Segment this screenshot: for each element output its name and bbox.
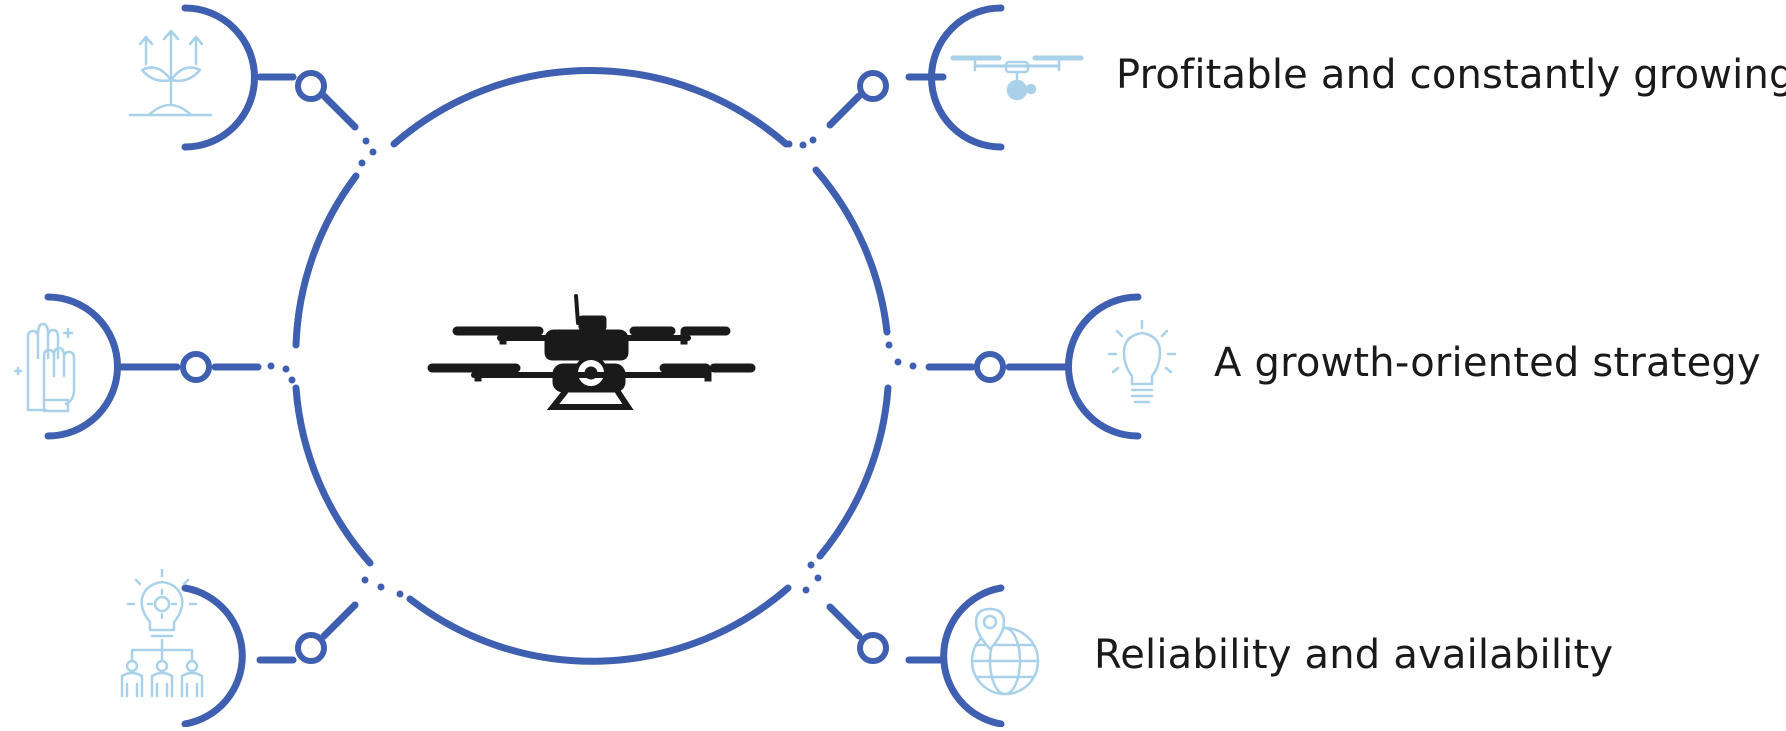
connector-ring-middle-right	[974, 351, 1006, 383]
agricultural-drone-icon	[950, 55, 1084, 101]
ring-gap-dots	[267, 136, 917, 598]
connector-bottom-left	[256, 601, 359, 664]
connector-ring-middle-left	[180, 351, 212, 383]
holder-arc-bottom-right	[940, 584, 1005, 728]
connector-top-left	[256, 73, 359, 131]
label-growth-strategy: A growth-oriented strategy	[1214, 340, 1761, 386]
connector-bottom-right	[826, 603, 947, 664]
hub-ring-arc-bottom	[406, 584, 792, 665]
hub-ring-arc-lower-right	[816, 384, 892, 560]
connector-top-right	[826, 73, 947, 129]
hub-ring-arc-top	[390, 66, 790, 148]
label-reliability: Reliability and availability	[1094, 632, 1614, 678]
holder-arc-middle-left	[44, 293, 121, 440]
raised-hands-icon	[13, 322, 76, 413]
connector-ring-top-right	[857, 70, 889, 102]
holder-arc-top-right	[928, 4, 1005, 151]
connector-ring-top-left	[295, 70, 327, 102]
plant-growth-arrows-icon	[128, 29, 213, 117]
connector-ring-bottom-left	[295, 632, 327, 664]
drone-icon	[427, 294, 756, 410]
hub-ring-arc-upper-left	[292, 172, 360, 349]
label-profitable: Profitable and constantly growing	[1116, 52, 1786, 98]
globe-location-pin-icon	[970, 607, 1040, 696]
holder-arc-middle-right	[1065, 293, 1142, 440]
hub-ring-arc-lower-left	[292, 384, 374, 567]
hub-ring-arc-upper-right	[812, 166, 891, 336]
connector-ring-bottom-right	[857, 632, 889, 664]
holder-arc-top-left	[181, 4, 258, 151]
idea-team-network-icon	[120, 568, 204, 698]
lightbulb-icon	[1107, 319, 1177, 404]
holder-arc-bottom-left	[181, 584, 246, 728]
